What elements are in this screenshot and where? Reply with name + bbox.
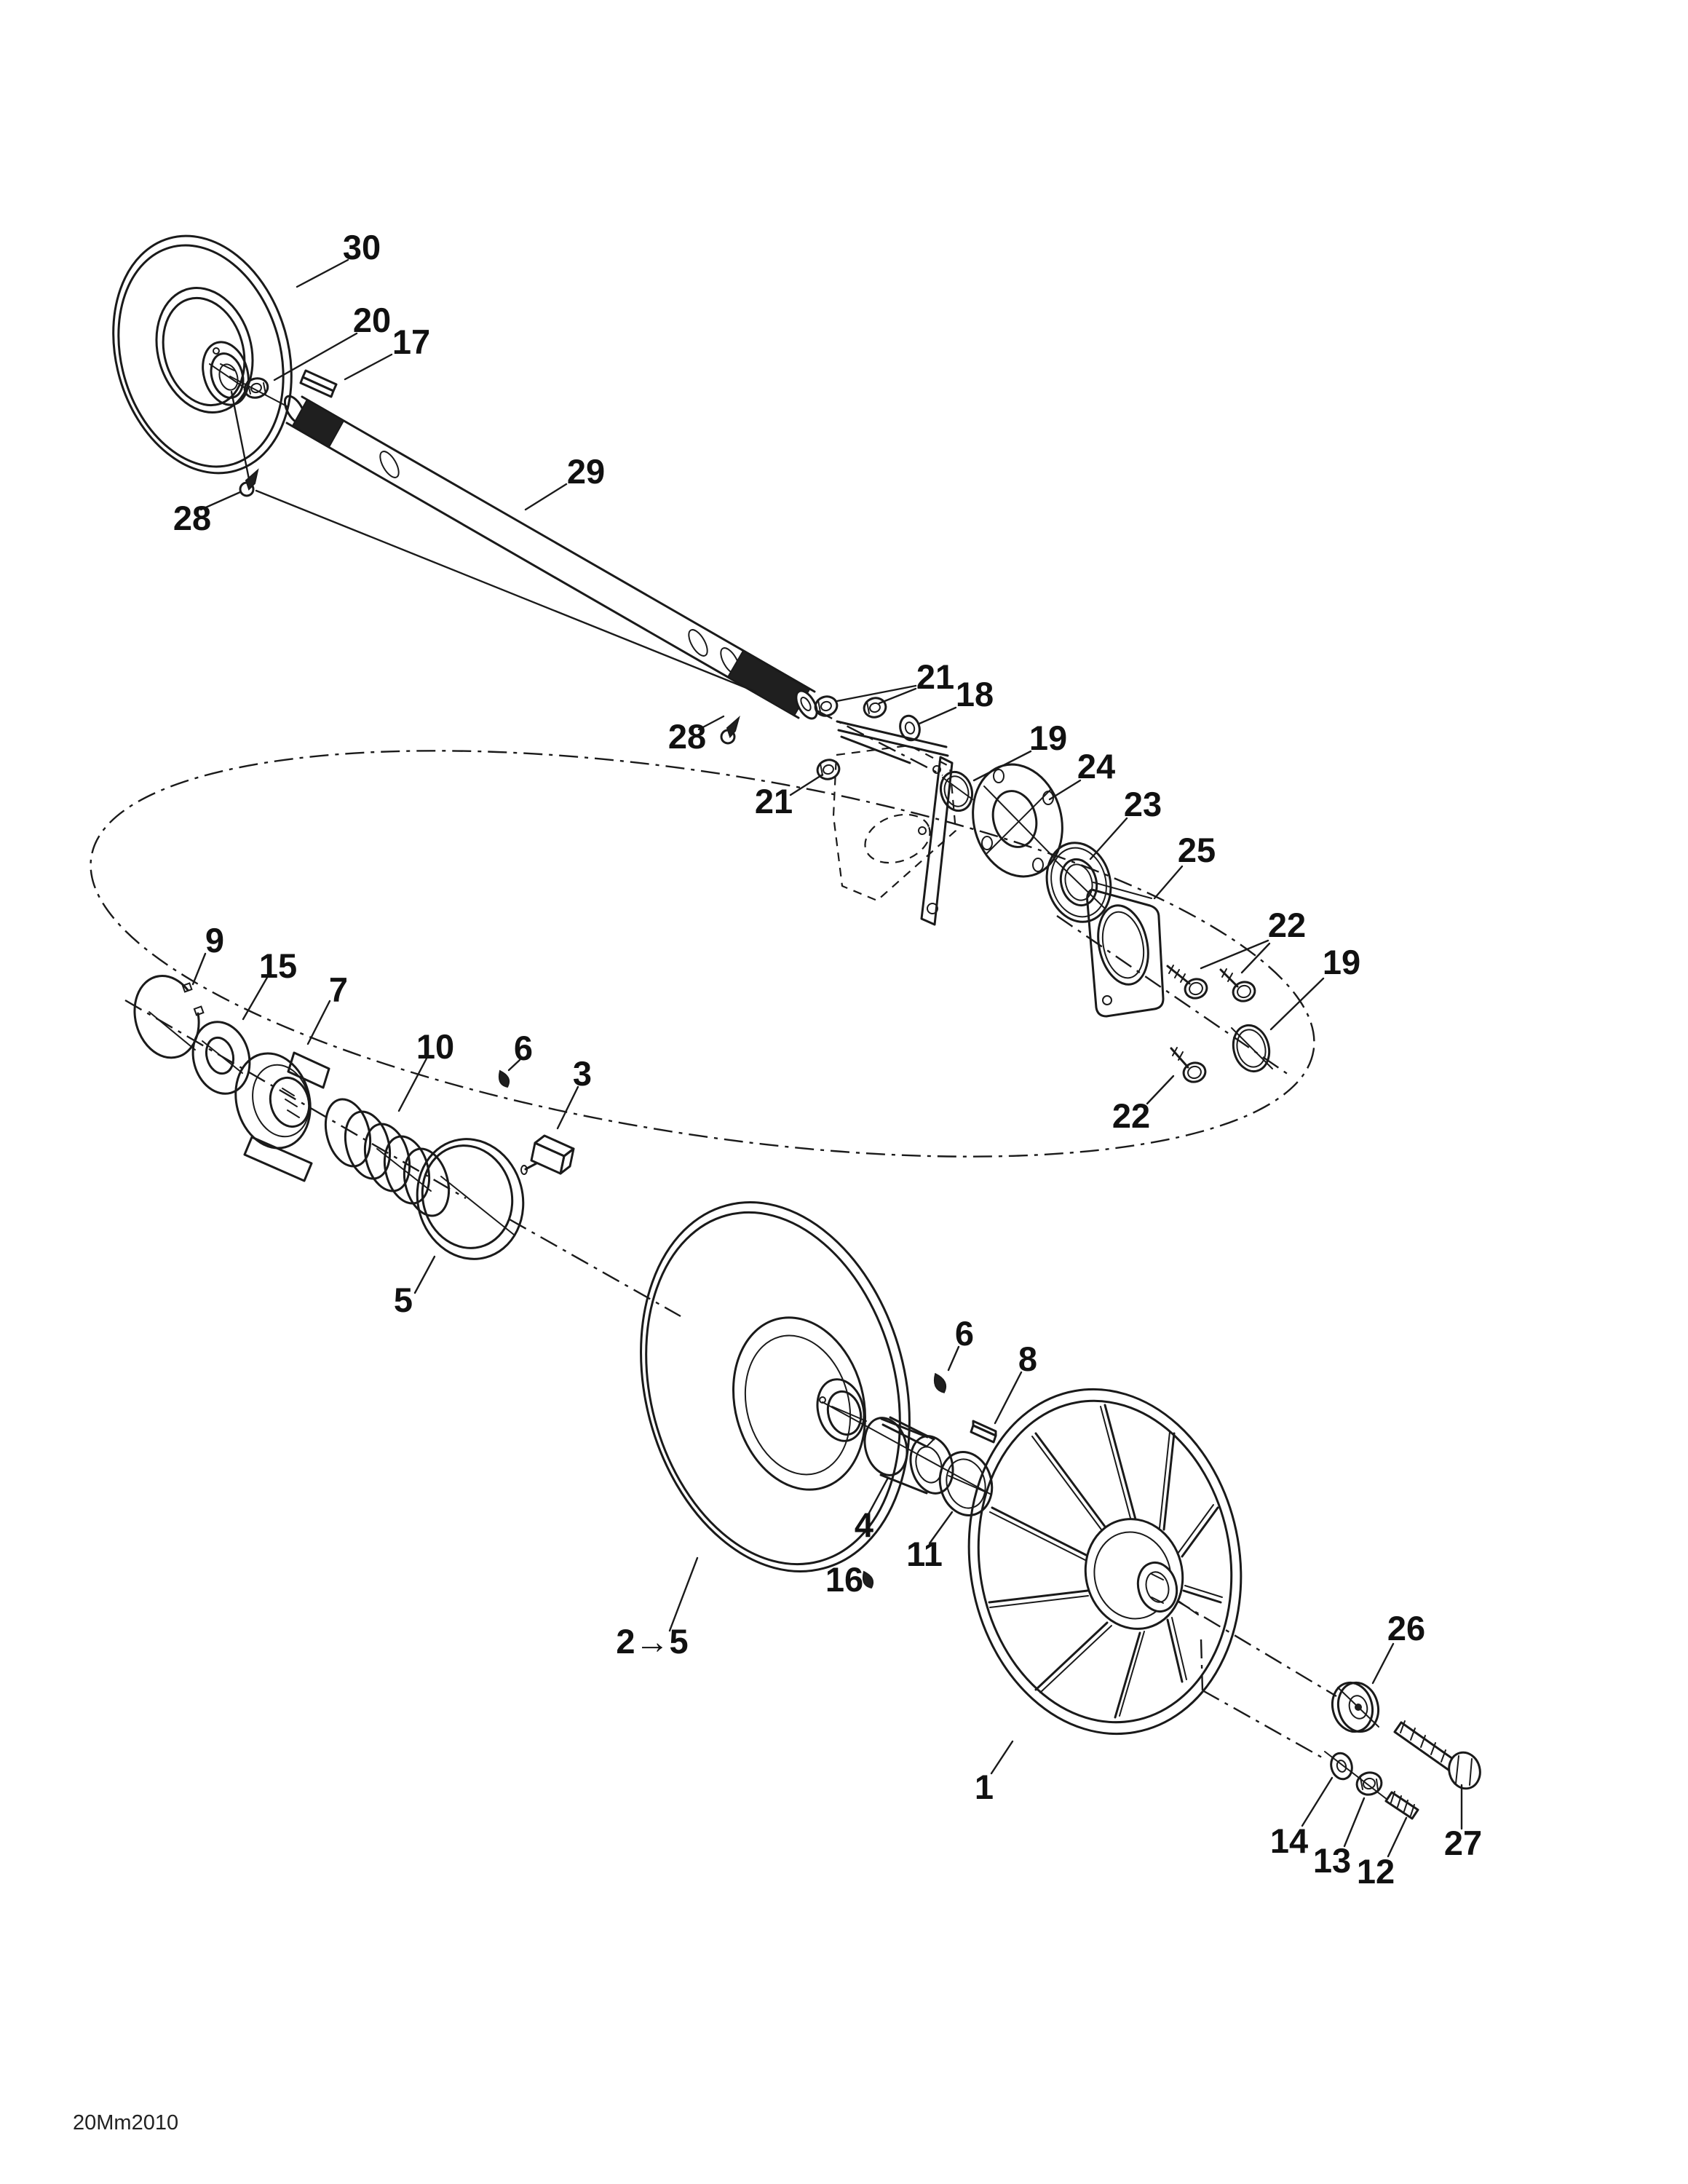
sheet-code-watermark: 20Mm2010 [73, 2111, 178, 2134]
part-label-17: 17 [392, 323, 430, 361]
part-15-washer [191, 1021, 251, 1095]
part-label-12: 12 [1357, 1852, 1395, 1891]
part-label-25: 25 [1178, 831, 1216, 869]
part-label-6-left: 6 [514, 1029, 533, 1067]
part-30-pulley-half [112, 234, 293, 475]
part-25-housing [1086, 882, 1165, 1018]
part-13-nut [1355, 1771, 1383, 1796]
part-label-19-upper: 19 [1029, 719, 1067, 757]
part-label-29: 29 [567, 452, 605, 491]
part-label-5: 5 [394, 1281, 413, 1319]
part-28-screw-mid [720, 716, 740, 745]
leader-lines [191, 258, 1463, 1858]
part-label-9: 9 [205, 921, 224, 960]
part-label-1: 1 [975, 1768, 994, 1806]
part-21-nuts [814, 695, 887, 780]
part-3-block [520, 1134, 575, 1175]
part-29-shaft [283, 395, 818, 720]
part-26-cap [1331, 1681, 1380, 1733]
part-27-bolt [1393, 1720, 1481, 1790]
part-2-5-pulley-half [640, 1201, 911, 1572]
part-label-15: 15 [259, 946, 297, 985]
part-7-cam [234, 1051, 330, 1182]
part-12-stud [1384, 1791, 1419, 1820]
oil-drop-icon-6-mid [933, 1372, 947, 1393]
oil-drop-icon-6-left [498, 1069, 510, 1088]
part-label-20: 20 [353, 301, 391, 339]
part-1-spoked-sheave [967, 1388, 1243, 1736]
part-label-21-left: 21 [755, 782, 793, 820]
part-label-13: 13 [1313, 1841, 1351, 1880]
part-label-28-mid: 28 [668, 717, 706, 756]
part-label-26: 26 [1387, 1609, 1425, 1647]
part-label-22-lower: 22 [1112, 1096, 1150, 1135]
part-label-19-right: 19 [1323, 943, 1360, 981]
part-19-oring-right [1231, 1024, 1273, 1073]
support-bracket [832, 720, 957, 926]
part-label-18: 18 [956, 675, 994, 713]
part-17-key [299, 369, 338, 398]
part-23-bearing [1045, 842, 1112, 923]
part-24-flange [972, 763, 1063, 878]
part-label-4: 4 [855, 1506, 873, 1544]
part-4-bushing [863, 1416, 954, 1495]
part-28-screw-upper [239, 468, 259, 497]
part-19-oring-upper [939, 770, 974, 812]
part-label-6-mid: 6 [955, 1314, 974, 1353]
part-label-8: 8 [1018, 1340, 1037, 1378]
part-22-screws [1166, 965, 1256, 1083]
part-8-key [970, 1420, 997, 1444]
part-14-washer [1330, 1752, 1353, 1781]
part-5-ring [416, 1138, 525, 1260]
part-label-7: 7 [329, 970, 348, 1009]
part-label-10: 10 [416, 1027, 454, 1066]
part-label-2-5: 2→5 [616, 1622, 688, 1661]
part-label-3: 3 [573, 1054, 592, 1093]
part-label-24: 24 [1077, 747, 1115, 786]
part-label-11: 11 [906, 1535, 943, 1573]
part-label-22-pair: 22 [1268, 906, 1306, 944]
part-label-16: 16 [825, 1560, 863, 1599]
oil-drop-icon-16 [862, 1570, 874, 1589]
part-label-23: 23 [1124, 785, 1162, 823]
spokes [988, 1404, 1223, 1719]
part-labels: 30 20 17 28 29 28 21 18 19 24 23 25 22 1… [173, 228, 1482, 1891]
part-label-14: 14 [1270, 1821, 1308, 1860]
part-label-27: 27 [1444, 1824, 1482, 1862]
oil-drop-icons [498, 1069, 947, 1589]
part-label-21-pair: 21 [916, 657, 954, 696]
part-20-nut [243, 377, 269, 399]
part-label-30: 30 [343, 228, 381, 266]
part-label-28-upper: 28 [173, 499, 211, 537]
